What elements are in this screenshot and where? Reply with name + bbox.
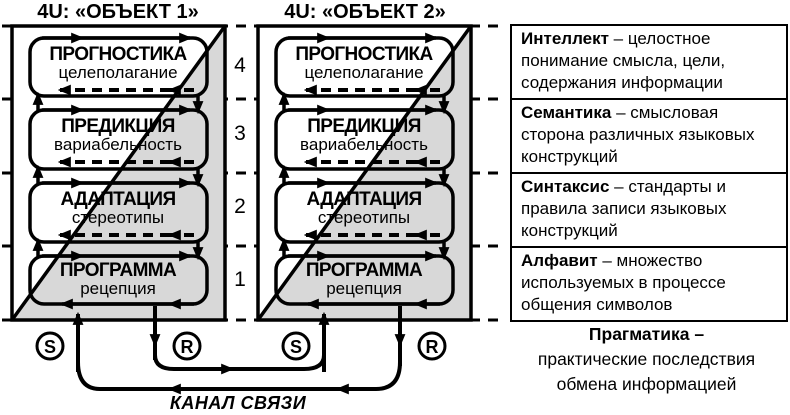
object-outer-border: [10, 24, 227, 322]
level-2-title: АДАПТАЦИЯ: [60, 189, 175, 210]
object-1-diagram: ПРОГНОСТИКА целеполагание ПРЕДИКЦИЯ вари…: [10, 24, 227, 322]
definition-term: Алфавит: [521, 251, 598, 270]
receiver-icon: [172, 331, 202, 361]
communication-channel-lines: [72, 306, 406, 395]
definition-text: – стандарты и правила записи языковых ко…: [521, 177, 727, 240]
object-1-title: 4U: «ОБЪЕКТ 1»: [37, 1, 199, 23]
receiver-label: R: [426, 337, 439, 357]
receiver-label: R: [181, 337, 194, 357]
pragmatics-note: Прагматика – практические последствия об…: [505, 322, 788, 397]
definition-row-alfavit: Алфавит – множество используемых в проце…: [512, 248, 786, 320]
definition-term: Семантика: [521, 103, 612, 122]
definition-term: Интеллект: [521, 29, 609, 48]
level-3-subtitle: вариабельность: [300, 135, 428, 154]
level-4-subtitle: целеполагание: [58, 63, 177, 82]
pragmatics-line: практические последствия: [537, 349, 756, 369]
level-2-subtitle: стереотипы: [72, 208, 164, 227]
diagonal-line: [256, 24, 473, 322]
pragmatics-term: Прагматика –: [588, 324, 705, 344]
level-2-subtitle: стереотипы: [318, 208, 410, 227]
level-1-subtitle: рецепция: [80, 279, 156, 298]
definition-text: – множество используемых в процессе обще…: [521, 251, 726, 314]
level-2-number: 2: [234, 195, 246, 218]
level-1-number: 1: [234, 268, 246, 291]
level-3-title: ПРЕДИКЦИЯ: [307, 116, 421, 137]
definition-row-semantika: Семантика – смысловая сторона различных …: [512, 100, 786, 174]
pragmatics-line: обмена информацией: [556, 374, 737, 394]
level-4-title: ПРОГНОСТИКА: [49, 44, 187, 65]
diagonal-line: [10, 24, 227, 322]
semiotic-levels-diagram: 4U: «ОБЪЕКТ 1» 4U: «ОБЪЕКТ 2» ПРОГНОСТИ: [2, 1, 504, 413]
object-2-title: 4U: «ОБЪЕКТ 2»: [284, 1, 446, 23]
flow-arrows: [32, 32, 204, 310]
level-numbers: 4 3 2 1: [234, 54, 246, 291]
level-1-title: ПРОГРАММА: [306, 260, 423, 281]
definition-row-sintaksis: Синтаксис – стандарты и правила записи я…: [512, 174, 786, 248]
object-2-diagram: ПРОГНОСТИКА целеполагание ПРЕДИКЦИЯ вари…: [256, 24, 473, 322]
flow-arrows: [278, 32, 450, 310]
level-2-title: АДАПТАЦИЯ: [306, 189, 421, 210]
level-1-title: ПРОГРАММА: [60, 260, 177, 281]
sender-icon: [35, 331, 65, 361]
definition-text: – целостное понимание смысла, цели, соде…: [521, 29, 726, 92]
sender-label: S: [44, 337, 56, 357]
object-outer-border: [256, 24, 473, 322]
level-4-subtitle: целеполагание: [304, 63, 423, 82]
sr-terminals: S R S R: [35, 331, 447, 361]
definitions-panel: Интеллект – целостное понимание смысла, …: [510, 24, 788, 322]
definition-text: – смысловая сторона различных языковых к…: [521, 103, 755, 166]
definition-row-intellekt: Интеллект – целостное понимание смысла, …: [512, 26, 786, 100]
level-3-subtitle: вариабельность: [54, 135, 182, 154]
level-1-subtitle: рецепция: [326, 279, 402, 298]
sender-label: S: [290, 337, 302, 357]
sender-icon: [281, 331, 311, 361]
level-4-number: 4: [234, 54, 246, 77]
channel-label: КАНАЛ СВЯЗИ: [170, 393, 307, 413]
receiver-icon: [417, 331, 447, 361]
level-4-title: ПРОГНОСТИКА: [295, 44, 433, 65]
level-3-number: 3: [234, 122, 246, 145]
definition-term: Синтаксис: [521, 177, 610, 196]
level-3-title: ПРЕДИКЦИЯ: [61, 116, 175, 137]
